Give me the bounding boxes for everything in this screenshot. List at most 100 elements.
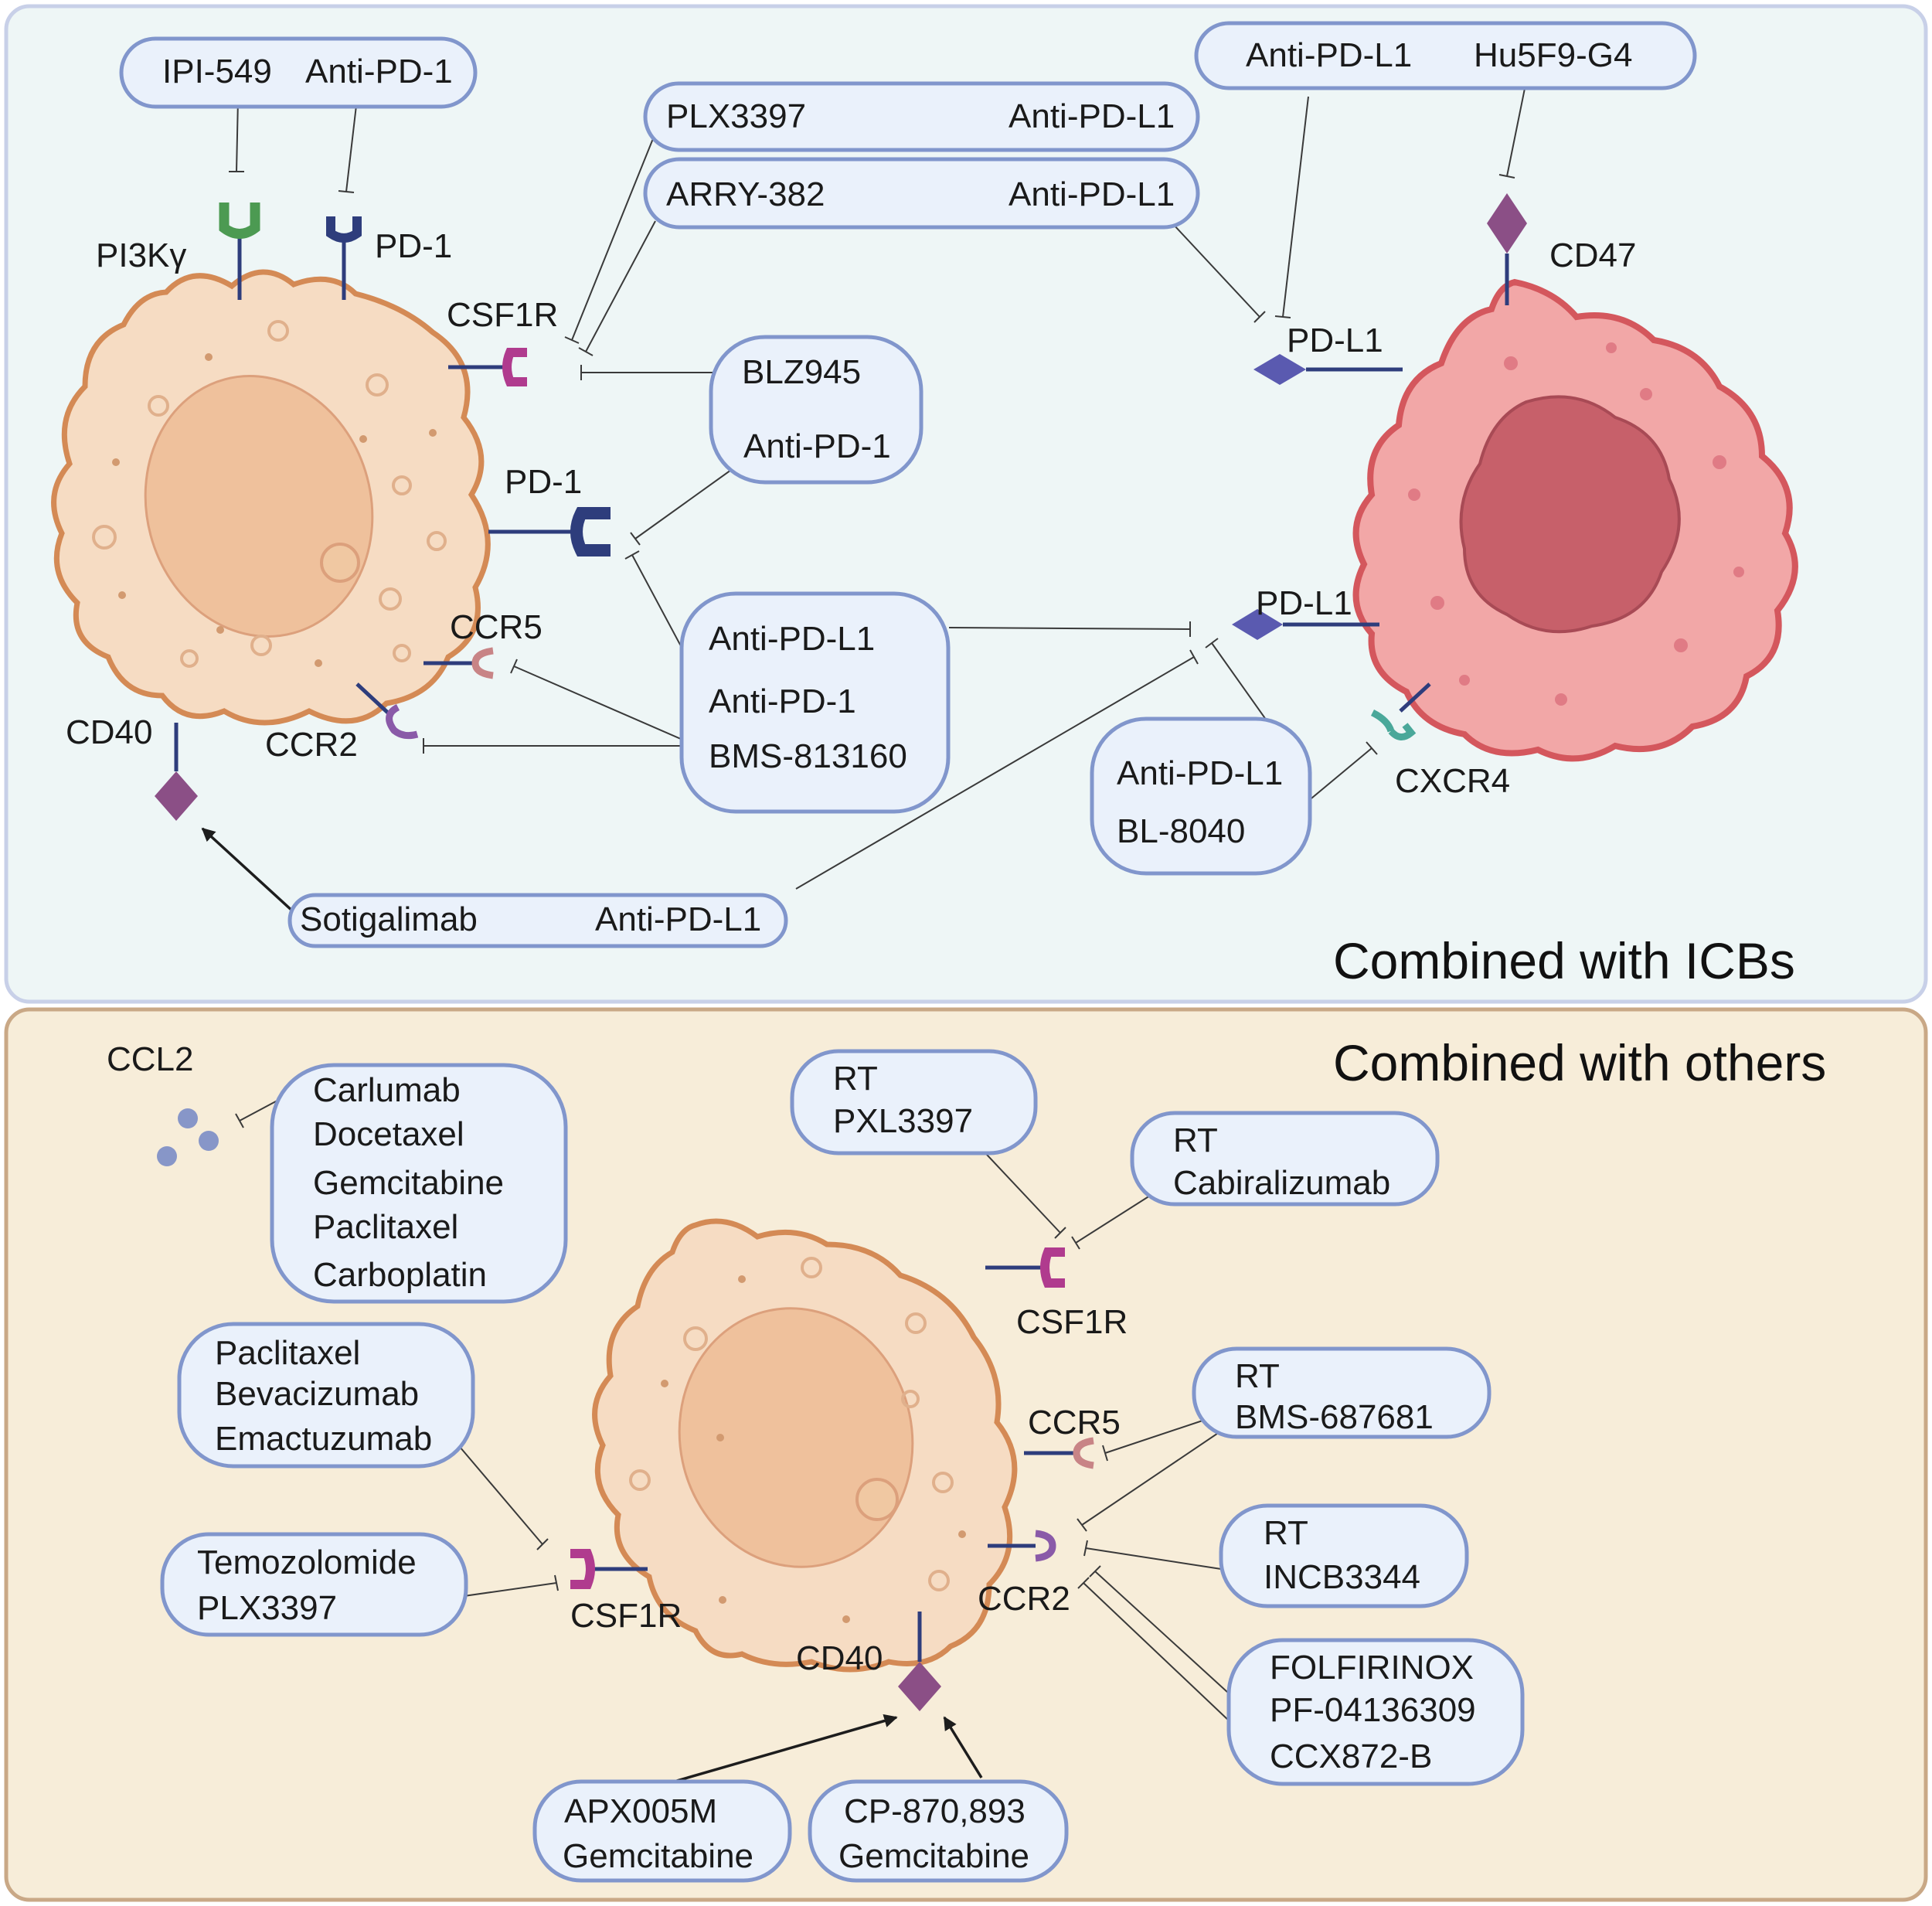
others-panel-title: Combined with others [1333,1034,1826,1091]
pd1-mid-label: PD-1 [505,463,582,501]
tumor-cell-icon [1352,278,1798,762]
macrophage-cell-icon [51,269,491,726]
svg-text:APX005M: APX005M [564,1792,717,1830]
drug-box-pdl1-bl8040: Anti-PD-L1 BL-8040 [1090,716,1312,876]
csf1r-left-receptor-icon [570,1549,648,1589]
ccr5-top-receptor-icon [423,647,494,679]
sotigalimab-activation-arrow [201,827,295,914]
drug-box-temo-plx: Temozolomide PLX3397 [160,1532,468,1637]
svg-text:CCX872-B: CCX872-B [1270,1738,1432,1775]
svg-text:Anti-PD-1: Anti-PD-1 [743,427,891,465]
csf1r-right-label: CSF1R [1016,1303,1128,1341]
svg-text:Cabiralizumab: Cabiralizumab [1173,1164,1390,1202]
svg-text:Anti-PD-L1: Anti-PD-L1 [1117,754,1283,792]
svg-text:RT: RT [833,1060,878,1098]
drug-box-soti-pdl1: Sotigalimab Anti-PD-L1 [287,893,788,948]
pdl1-top-label: PD-L1 [1287,322,1383,359]
csf1r-right-receptor-icon [985,1247,1065,1288]
svg-text:PXL3397: PXL3397 [833,1102,973,1140]
ccr5-bottom-receptor-icon [1024,1437,1094,1469]
svg-text:Sotigalimab: Sotigalimab [300,900,478,938]
svg-text:BMS-813160: BMS-813160 [709,737,907,775]
svg-text:RT: RT [1264,1514,1308,1552]
svg-text:Anti-PD-L1: Anti-PD-L1 [1009,97,1175,135]
svg-text:Anti-PD-1: Anti-PD-1 [709,682,856,720]
cd40-top-label: CD40 [66,713,153,751]
svg-text:IPI-549: IPI-549 [162,53,272,90]
svg-text:FOLFIRINOX: FOLFIRINOX [1270,1649,1474,1686]
svg-text:Anti-PD-L1: Anti-PD-L1 [1246,36,1412,74]
macrophage-cell-bottom-icon [592,1218,1018,1673]
drug-box-blz-pd1: BLZ945 Anti-PD-1 [709,335,923,485]
svg-text:Anti-PD-1: Anti-PD-1 [305,53,453,90]
drug-box-pdl1-pd1-bms: Anti-PD-L1 Anti-PD-1 BMS-813160 [679,591,951,814]
svg-text:Temozolomide: Temozolomide [197,1544,417,1581]
cd40-bottom-label: CD40 [796,1639,883,1677]
ccr5-top-label: CCR5 [450,608,543,646]
cxcr4-receptor-icon [1370,682,1431,740]
pd1-mid-receptor-icon [488,507,611,556]
drug-box-pdl1-hu5f9: Anti-PD-L1 Hu5F9-G4 [1194,21,1697,90]
svg-text:Emactuzumab: Emactuzumab [215,1420,432,1458]
svg-text:Hu5F9-G4: Hu5F9-G4 [1474,36,1632,74]
svg-text:Gemcitabine: Gemcitabine [313,1164,504,1202]
csf1r-top-receptor-icon [448,348,527,386]
pdl1-mid-ligand-icon [1232,609,1379,640]
svg-text:Anti-PD-L1: Anti-PD-L1 [595,900,761,938]
ccr2-top-receptor-icon [355,682,419,740]
drug-box-rt-cabi: RT Cabiralizumab [1130,1111,1440,1207]
ccr2-top-label: CCR2 [265,726,358,764]
apx005m-activation-arrow [660,1714,898,1787]
pd1-top-receptor-icon [326,216,362,300]
svg-text:BLZ945: BLZ945 [742,353,861,391]
svg-text:Gemcitabine: Gemcitabine [563,1837,753,1875]
svg-text:PLX3397: PLX3397 [197,1589,337,1627]
ccr2-bottom-receptor-icon [988,1530,1056,1562]
icb-panel [4,4,1928,1004]
cd47-ligand-icon [1487,193,1527,305]
pi3k-label: PI3Kγ [96,237,186,274]
svg-text:Gemcitabine: Gemcitabine [838,1837,1029,1875]
drug-box-ccl2-chemo: Carlumab Docetaxel Gemcitabine Paclitaxe… [270,1063,568,1304]
icb-panel-title: Combined with ICBs [1333,932,1795,989]
svg-text:ARRY-382: ARRY-382 [666,175,825,213]
drug-box-rt-pxl: RT PXL3397 [790,1049,1038,1156]
svg-text:RT: RT [1235,1357,1280,1395]
drug-box-rt-incb: RT INCB3344 [1219,1503,1469,1608]
cd40-top-ligand-icon [155,723,198,821]
pdl1-top-ligand-icon [1253,354,1403,385]
svg-text:PLX3397: PLX3397 [666,97,806,135]
ccr5-bottom-label: CCR5 [1028,1404,1121,1441]
svg-text:INCB3344: INCB3344 [1264,1558,1420,1596]
csf1r-left-label: CSF1R [570,1597,682,1635]
svg-text:CP-870,893: CP-870,893 [844,1792,1026,1830]
cxcr4-label: CXCR4 [1395,762,1510,800]
drug-box-rt-bms: RT BMS-687681 [1192,1346,1492,1439]
svg-text:BMS-687681: BMS-687681 [1235,1398,1434,1436]
svg-text:Paclitaxel: Paclitaxel [215,1334,360,1372]
svg-text:RT: RT [1173,1121,1218,1159]
ccr2-bottom-label: CCR2 [978,1580,1070,1618]
svg-text:Anti-PD-L1: Anti-PD-L1 [709,620,875,658]
cd40-bottom-ligand-icon [898,1612,941,1711]
svg-text:BL-8040: BL-8040 [1117,812,1245,850]
csf1r-top-label: CSF1R [447,296,558,334]
svg-text:Paclitaxel: Paclitaxel [313,1208,458,1246]
drug-box-ipi-pd1: IPI-549 Anti-PD-1 [119,36,478,109]
drug-box-plx-pdl1: PLX3397 Anti-PD-L1 [643,81,1200,152]
svg-text:Carboplatin: Carboplatin [313,1256,487,1294]
ccl2-label: CCL2 [107,1040,194,1078]
cd47-label: CD47 [1549,237,1637,274]
svg-text:Carlumab: Carlumab [313,1071,461,1109]
drug-box-cp-gem: CP-870,893 Gemcitabine [808,1779,1069,1883]
svg-text:Anti-PD-L1: Anti-PD-L1 [1009,175,1175,213]
drug-box-apx-gem: APX005M Gemcitabine [532,1779,792,1883]
cp870893-activation-arrow [943,1716,983,1778]
svg-text:Bevacizumab: Bevacizumab [215,1375,419,1413]
ccl2-dots-icon [157,1108,219,1166]
drug-box-arry-pdl1: ARRY-382 Anti-PD-L1 [643,157,1200,230]
drug-box-pacli-beva-ema: Paclitaxel Bevacizumab Emactuzumab [177,1322,475,1469]
pd1-top-label: PD-1 [375,227,452,265]
pi3k-receptor-icon [219,203,260,300]
